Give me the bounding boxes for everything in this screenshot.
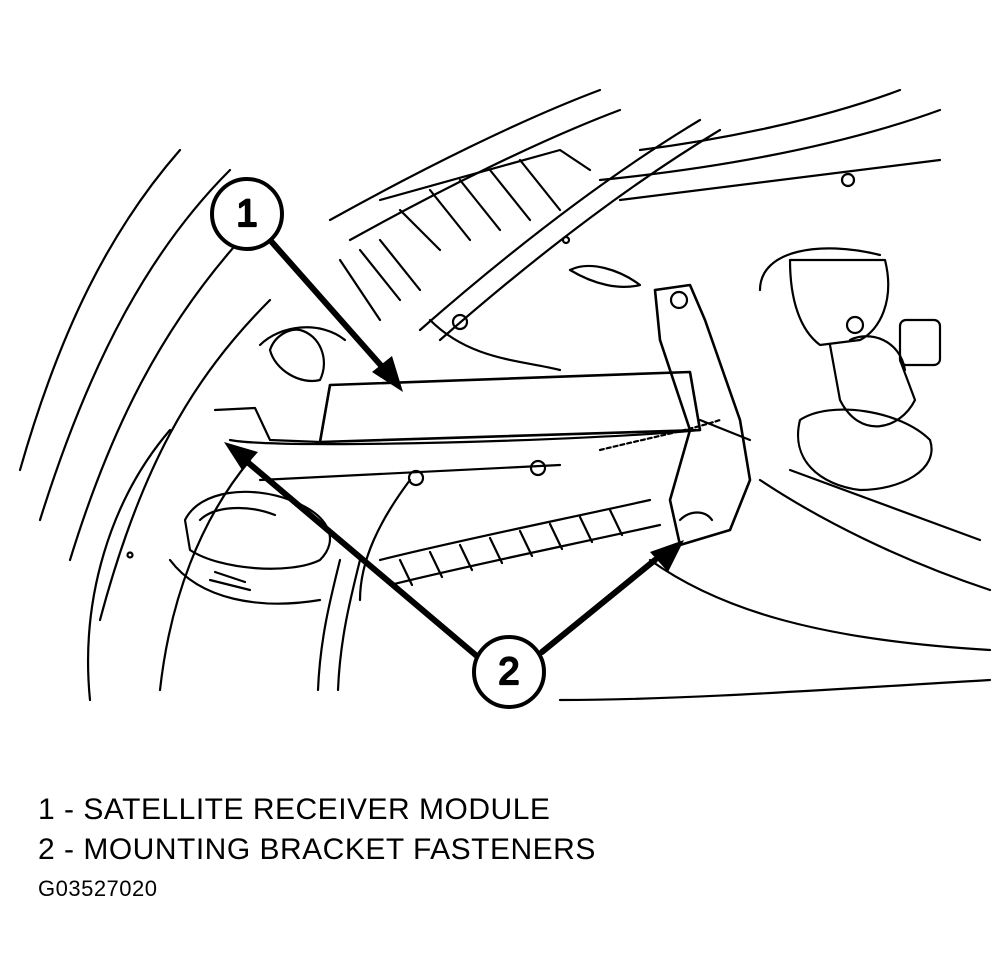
leader-1 (267, 237, 388, 373)
right-components (558, 247, 992, 702)
callout-2-number: 2 (498, 651, 519, 693)
receiver-module (213, 313, 702, 487)
vehicle-illustration: 1 2 (18, 88, 992, 709)
callout-2: 2 (472, 635, 546, 709)
callout-1: 1 (210, 177, 284, 251)
figure-id: G03527020 (38, 876, 158, 901)
callout-1-number: 1 (236, 193, 257, 235)
legend-item-1: 1 - SATELLITE RECEIVER MODULE (38, 793, 551, 826)
mounting-bracket (653, 283, 752, 547)
leader-lines (224, 237, 684, 660)
legend: 1 - SATELLITE RECEIVER MODULE 2 - MOUNTI… (38, 790, 596, 870)
arrowhead-1 (372, 356, 403, 392)
wiring-harness (316, 418, 722, 692)
arrowhead-2a (224, 442, 258, 470)
leader-2b (539, 557, 658, 655)
fender-curves (18, 148, 272, 702)
legend-item-2: 2 - MOUNTING BRACKET FASTENERS (38, 833, 596, 866)
arrowhead-2b (650, 540, 684, 572)
upper-duct (328, 88, 942, 342)
leader-2a (242, 457, 481, 660)
